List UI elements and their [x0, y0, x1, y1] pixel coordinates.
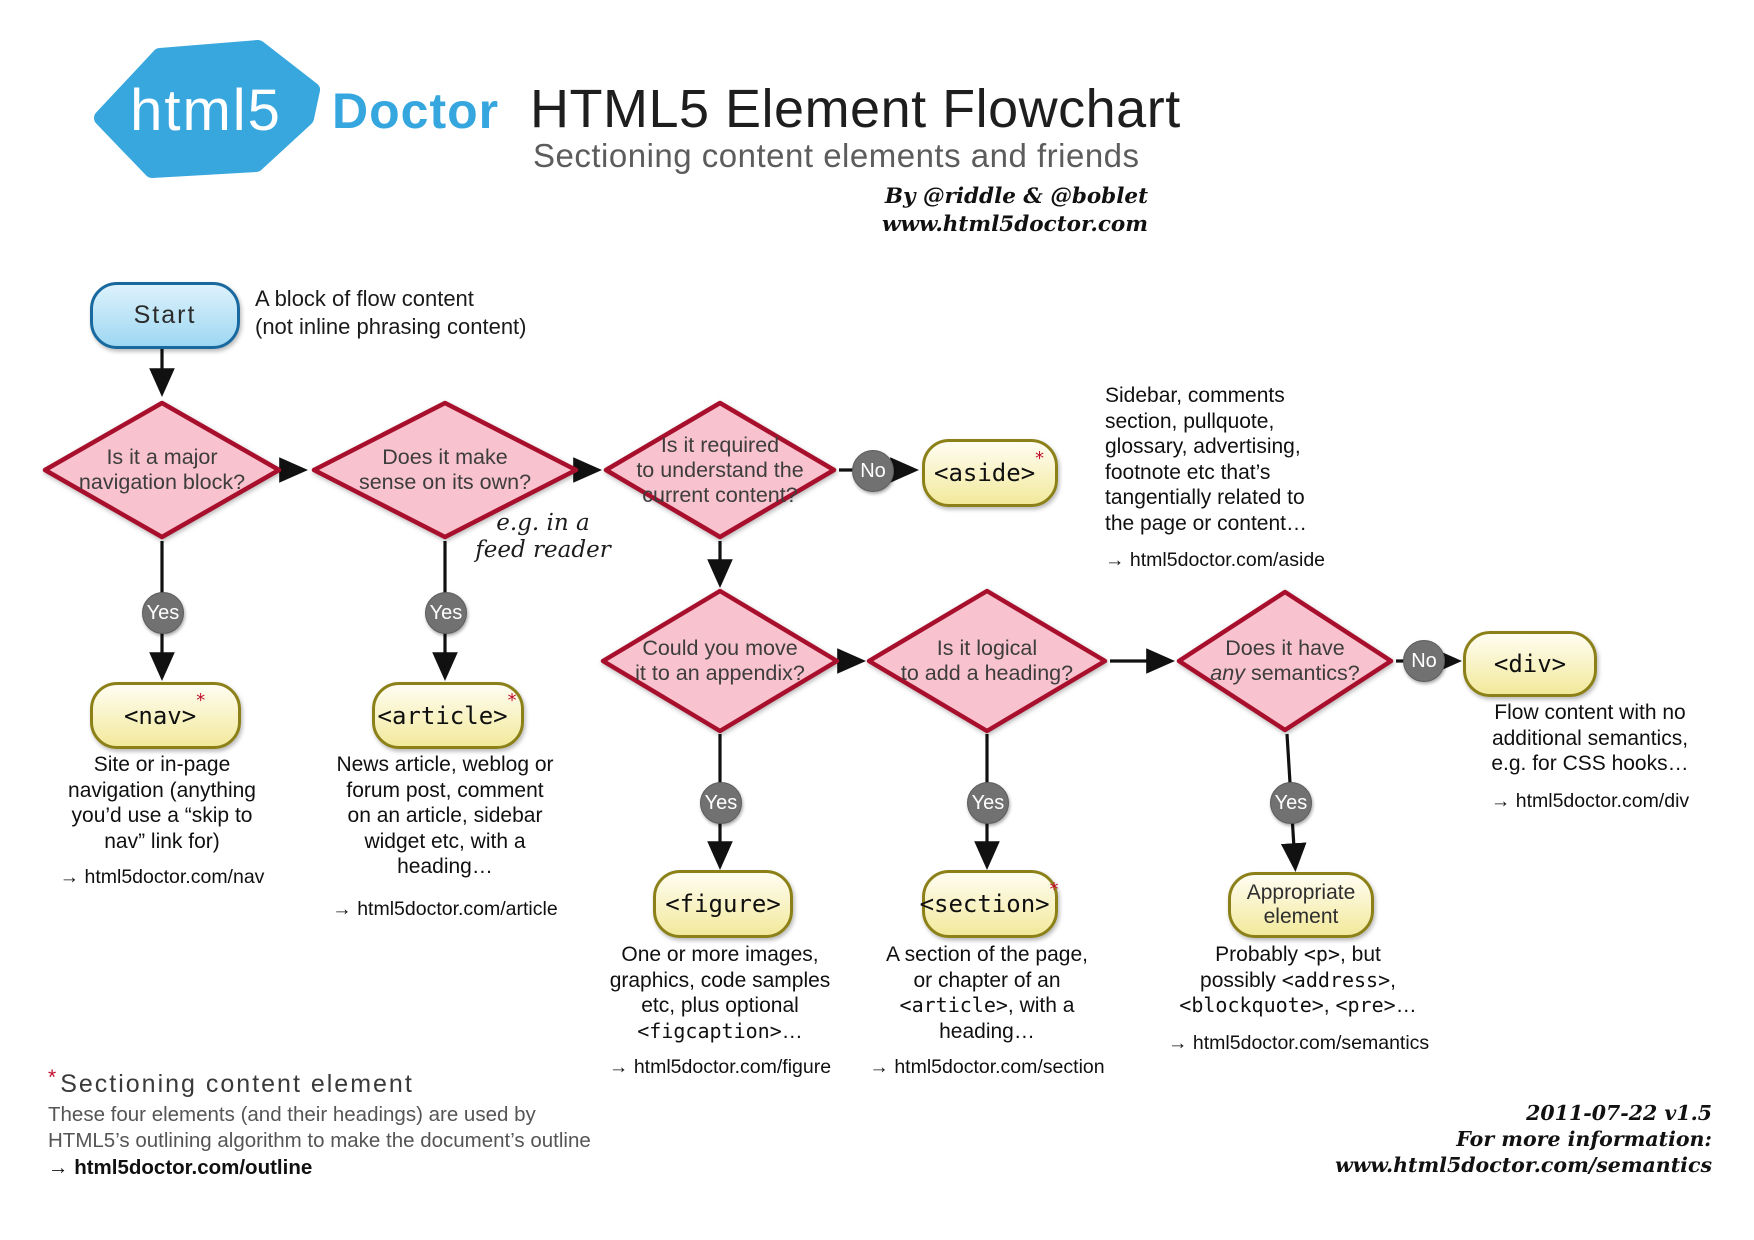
byline-author: By @riddle & @boblet	[884, 184, 1148, 209]
node-figure: <figure>	[653, 870, 793, 938]
footnote-heading: *Sectioning content element	[48, 1066, 414, 1098]
page-title: HTML5 Element Flowchart	[530, 79, 1181, 139]
section-description: A section of the page,or chapter of an<a…	[886, 943, 1088, 1043]
byline-url[interactable]: www.html5doctor.com	[881, 212, 1148, 237]
node-section: <section>*	[920, 870, 1060, 938]
html5-doctor-logo-icon: html5	[94, 40, 320, 178]
footnote-link[interactable]: → html5doctor.com/outline	[48, 1156, 313, 1179]
no-badge: No	[852, 450, 894, 492]
sectioning-star: *	[195, 690, 207, 712]
figure-description: One or more images,graphics, code sample…	[609, 943, 831, 1043]
version-date: 2011-07-22 v1.5	[1526, 1101, 1712, 1125]
brand-name: Doctor	[332, 83, 500, 139]
footnote-body: These four elements (and their headings)…	[48, 1103, 591, 1152]
section-link[interactable]: → html5doctor.com/section	[869, 1056, 1105, 1078]
page-subtitle: Sectioning content elements and friends	[533, 137, 1140, 174]
no-badge: No	[1403, 640, 1445, 682]
yes-badge: Yes	[700, 782, 742, 824]
yes-badge: Yes	[425, 592, 467, 634]
sectioning-star: *	[1048, 878, 1060, 900]
node-nav: <nav>*	[90, 682, 241, 749]
appropriate-link[interactable]: → html5doctor.com/semantics	[1168, 1032, 1430, 1054]
figure-link[interactable]: → html5doctor.com/figure	[608, 1056, 832, 1078]
node-article: <article>*	[372, 682, 524, 749]
logo-text: html5	[130, 78, 282, 143]
node-aside: <aside>*	[922, 439, 1058, 507]
start-label: Start	[133, 301, 197, 329]
start-note: A block of flow content(not inline phras…	[255, 286, 527, 339]
version-url[interactable]: www.html5doctor.com/semantics	[1335, 1153, 1712, 1177]
div-link[interactable]: → html5doctor.com/div	[1490, 790, 1690, 812]
aside-link[interactable]: → html5doctor.com/aside	[1105, 549, 1326, 571]
sectioning-star: *	[1034, 447, 1045, 469]
nav-link[interactable]: → html5doctor.com/nav	[59, 866, 265, 888]
node-div: <div>	[1463, 631, 1597, 697]
yes-badge: Yes	[1270, 782, 1312, 824]
yes-badge: Yes	[142, 592, 184, 634]
yes-badge: Yes	[967, 782, 1009, 824]
start-node: Start	[90, 282, 240, 349]
article-link[interactable]: → html5doctor.com/article	[332, 898, 558, 920]
version-info-label: For more information:	[1456, 1127, 1712, 1151]
sectioning-star: *	[506, 690, 518, 712]
sectioning-star: *	[48, 1066, 59, 1089]
